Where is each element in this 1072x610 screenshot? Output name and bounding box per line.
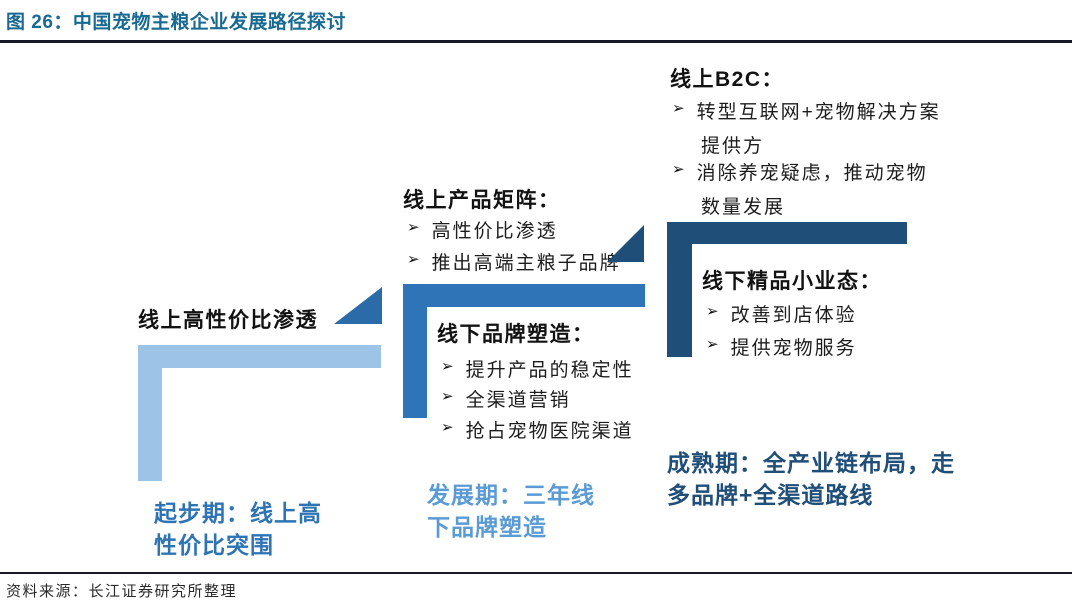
stage3-phase-label: 成熟期：全产业链布局，走 多品牌+全渠道路线 xyxy=(667,447,955,511)
bullet-arrow-icon: ➢ xyxy=(441,388,454,405)
stage2-online-bullet-1: ➢ 高性价比渗透 xyxy=(407,216,558,243)
bullet-text: 推出高端主粮子品牌 xyxy=(431,253,621,274)
stage1-headline: 线上高性价比渗透 xyxy=(138,309,318,332)
bullet-text: 提供宠物服务 xyxy=(730,338,857,359)
stage3-bracket-vertical xyxy=(667,222,692,357)
stage1-phase-label: 起步期：线上高 性价比突围 xyxy=(154,497,322,561)
bullet-arrow-icon: ➢ xyxy=(672,161,685,178)
stage1-step-up-triangle xyxy=(334,287,382,324)
bullet-arrow-icon: ➢ xyxy=(706,336,719,353)
stage1-phase-line2: 性价比突围 xyxy=(154,532,274,558)
stage2-step-up-triangle xyxy=(607,225,644,262)
stage3-offline-header: 线下精品小业态： xyxy=(702,270,882,293)
stage3-phase-line1: 成熟期：全产业链布局，走 xyxy=(667,450,955,476)
bullet-arrow-icon: ➢ xyxy=(672,100,685,117)
stage3-online-bullet-2: ➢ 消除养宠疑虑，推动宠物 数量发展 xyxy=(672,158,928,219)
stage2-offline-bullet-1: ➢ 提升产品的稳定性 xyxy=(441,355,634,382)
stage3-offline-bullet-2: ➢ 提供宠物服务 xyxy=(706,333,857,360)
bullet-arrow-icon: ➢ xyxy=(441,358,454,375)
bullet-text-continued: 数量发展 xyxy=(701,197,786,218)
bullet-text-continued: 提供方 xyxy=(701,136,765,157)
stage3-phase-line2: 多品牌+全渠道路线 xyxy=(667,482,874,508)
bullet-arrow-icon: ➢ xyxy=(407,219,420,236)
stage2-bracket-horizontal xyxy=(403,284,645,307)
bullet-text: 转型互联网+宠物解决方案 xyxy=(696,102,941,123)
stage1-bracket-vertical xyxy=(138,345,162,481)
stage3-online-header: 线上B2C： xyxy=(670,68,785,91)
stage2-offline-bullet-3: ➢ 抢占宠物医院渠道 xyxy=(441,416,634,443)
bullet-arrow-icon: ➢ xyxy=(706,303,719,320)
bottom-divider xyxy=(0,572,1072,574)
stage2-phase-line2: 下品牌塑造 xyxy=(427,514,547,540)
bullet-text: 消除养宠疑虑，推动宠物 xyxy=(696,163,928,184)
bullet-text: 全渠道营销 xyxy=(465,390,571,411)
bullet-text: 提升产品的稳定性 xyxy=(465,360,634,381)
stage2-offline-bullet-2: ➢ 全渠道营销 xyxy=(441,385,571,412)
stage2-bracket-vertical xyxy=(403,284,427,418)
stage2-phase-label: 发展期：三年线 下品牌塑造 xyxy=(427,479,595,543)
stage3-online-bullet-1: ➢ 转型互联网+宠物解决方案 提供方 xyxy=(672,97,941,158)
figure-title: 图 26：中国宠物主粮企业发展路径探讨 xyxy=(6,12,346,33)
bullet-text: 改善到店体验 xyxy=(730,305,857,326)
top-divider xyxy=(0,40,1072,43)
source-note: 资料来源：长江证券研究所整理 xyxy=(6,583,238,600)
stage3-bracket-horizontal xyxy=(667,222,907,244)
stage1-bracket-horizontal xyxy=(138,345,381,368)
stage2-offline-header: 线下品牌塑造： xyxy=(437,323,595,346)
bullet-text: 高性价比渗透 xyxy=(431,221,558,242)
stage2-online-header: 线上产品矩阵： xyxy=(403,189,561,212)
stage2-online-bullet-2: ➢ 推出高端主粮子品牌 xyxy=(407,248,621,275)
stage2-phase-line1: 发展期：三年线 xyxy=(427,482,595,508)
stage1-phase-line1: 起步期：线上高 xyxy=(154,500,322,526)
bullet-arrow-icon: ➢ xyxy=(407,251,420,268)
bullet-arrow-icon: ➢ xyxy=(441,419,454,436)
bullet-text: 抢占宠物医院渠道 xyxy=(465,421,634,442)
stage3-offline-bullet-1: ➢ 改善到店体验 xyxy=(706,300,857,327)
